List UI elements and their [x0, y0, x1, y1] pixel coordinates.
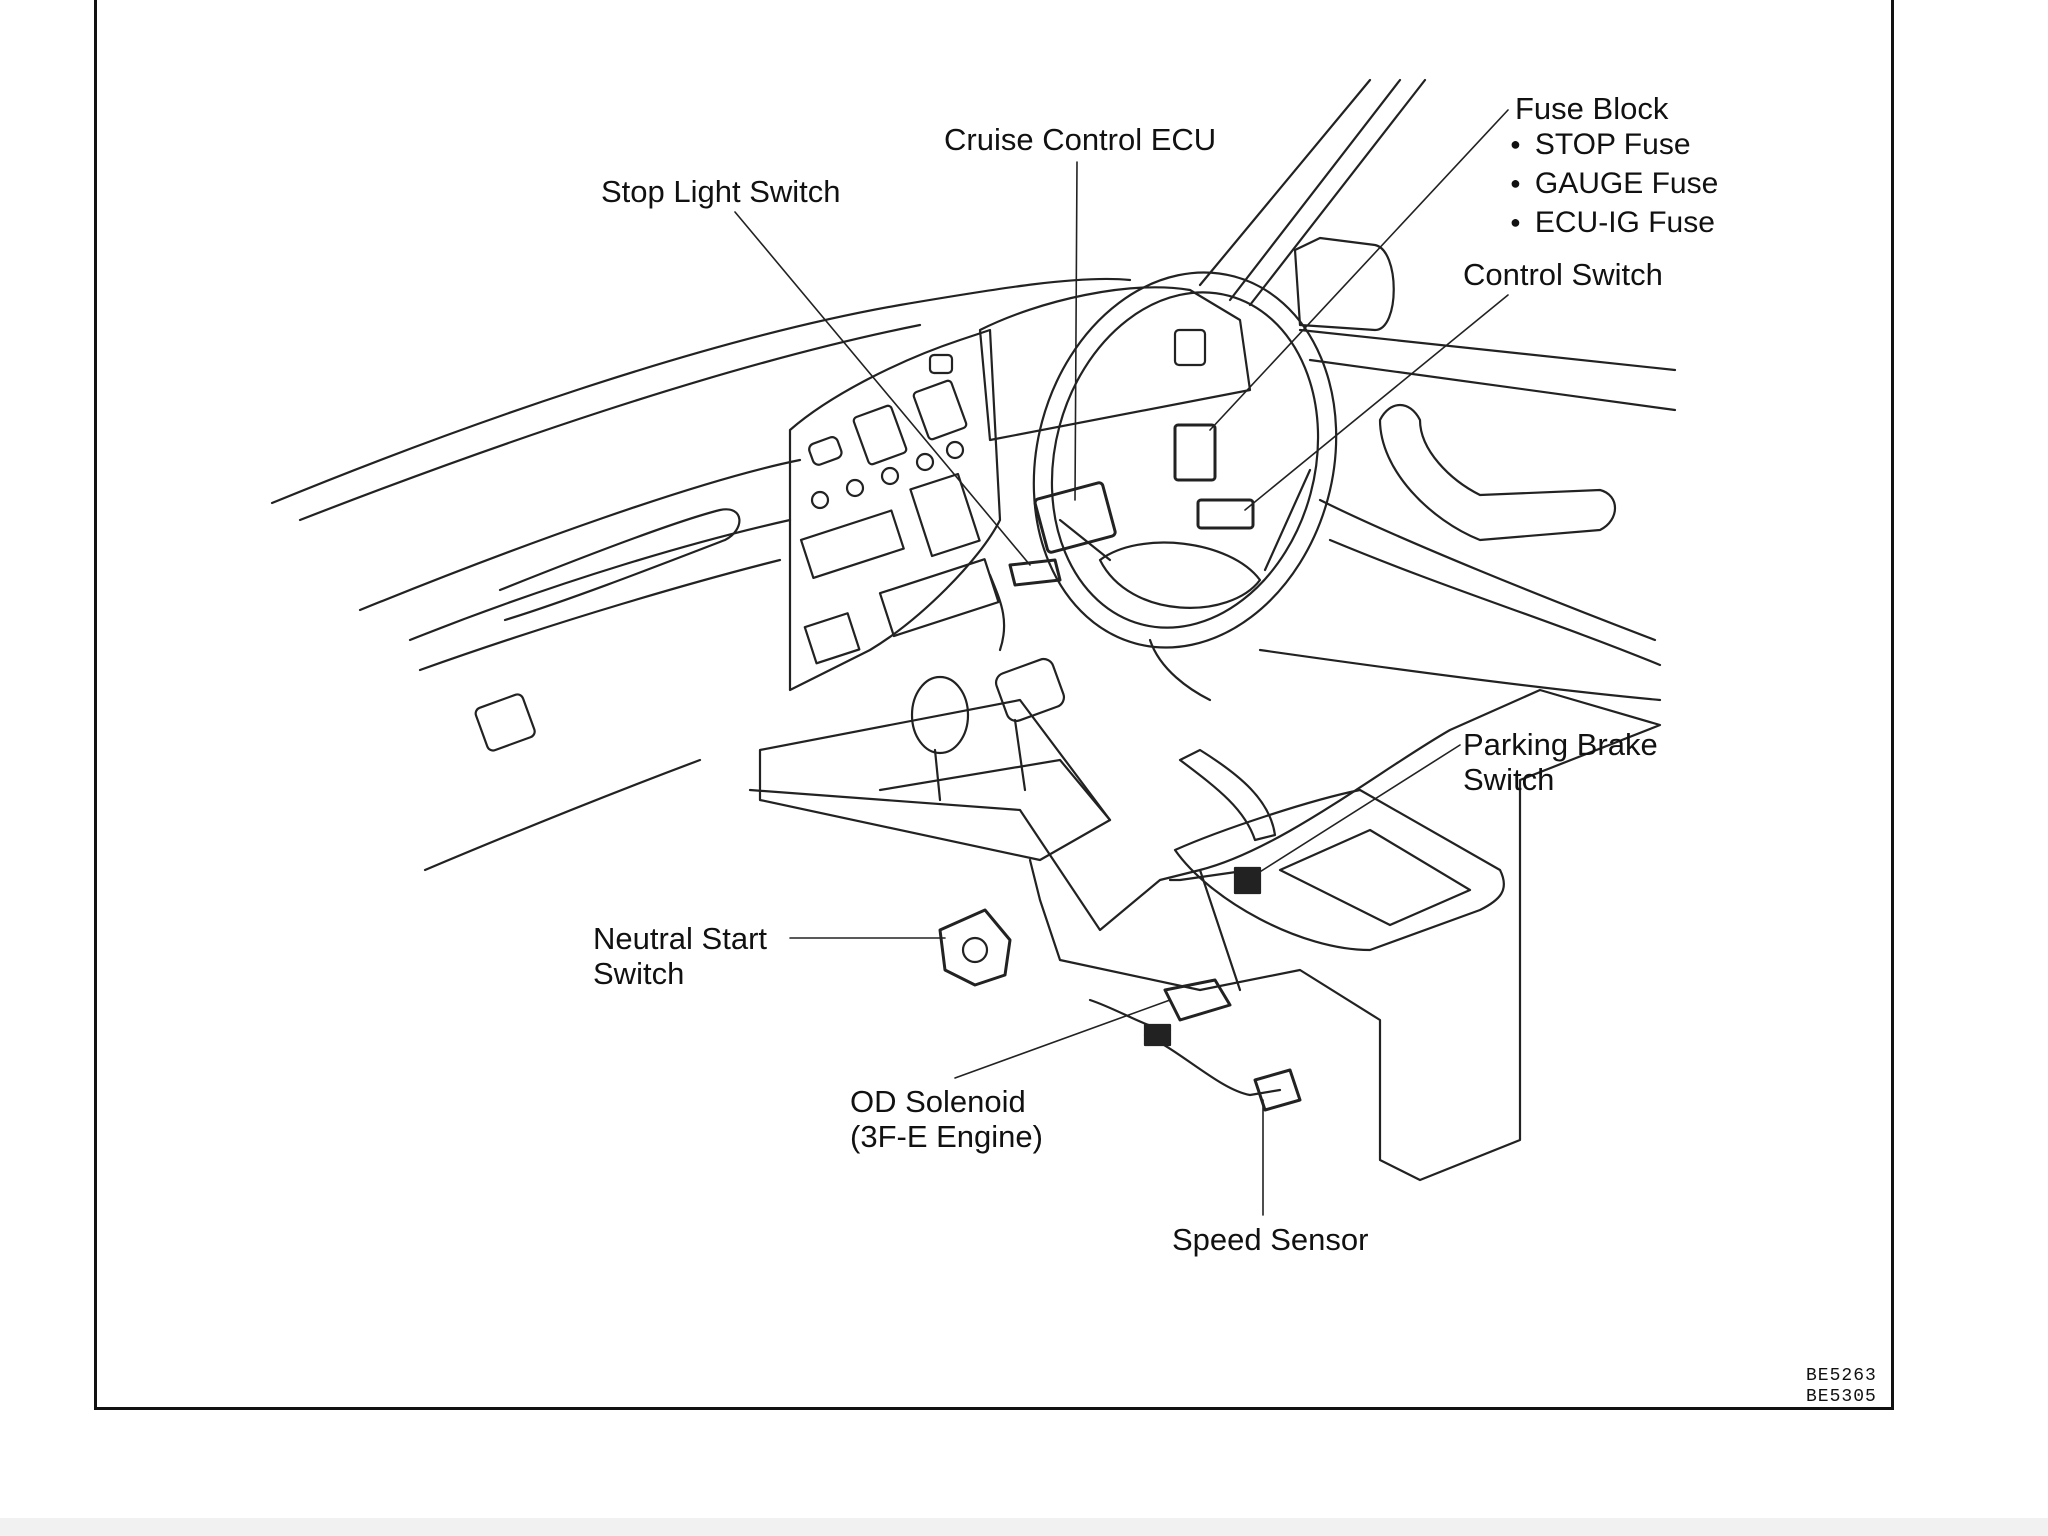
dash-lower-line [358, 458, 802, 612]
leader-cruise-control-ecu [1074, 161, 1078, 501]
label-parking-brake-switch-line2: Switch [1463, 762, 1555, 797]
diagram-frame [94, 0, 1894, 1410]
leader-lines [734, 109, 1509, 1216]
label-neutral-start-switch-line2: Switch [593, 956, 685, 991]
steering-wheel-rim [1032, 271, 1338, 649]
label-od-solenoid-line1: OD Solenoid [850, 1084, 1026, 1119]
a-pillar [1198, 78, 1372, 287]
label-stop-light-switch: Stop Light Switch [601, 174, 841, 209]
wiring-harness [988, 573, 1006, 652]
od-solenoid-part [1163, 978, 1232, 1022]
fuse-block-part [1173, 423, 1217, 482]
leader-control-switch [1244, 294, 1509, 511]
cruise-control-ecu-part [1033, 481, 1117, 554]
label-cruise-control-ecu: Cruise Control ECU [944, 122, 1217, 157]
leader-fuse-block [1209, 109, 1509, 431]
dash-lower-line-2 [408, 518, 792, 642]
fuse-item: GAUGE Fuse [1510, 166, 1718, 205]
speed-sensor-part [1253, 1068, 1302, 1112]
parking-brake-switch-part [1233, 866, 1262, 895]
label-od-solenoid-line2: (3F-E Engine) [850, 1119, 1043, 1154]
label-fuse-block: Fuse Block [1515, 91, 1669, 126]
figure-code: BE5263 [1806, 1366, 1877, 1386]
dash-top-line [270, 277, 1132, 505]
parking-brake-lever [1178, 748, 1277, 842]
glovebox-latch-icon [474, 693, 536, 752]
console-tray [1173, 788, 1506, 952]
shift-knob [994, 657, 1066, 723]
label-neutral-start-switch-line1: Neutral Start [593, 921, 768, 956]
label-parking-brake-switch-line1: Parking Brake [1463, 727, 1658, 762]
instrument-cluster [978, 286, 1252, 442]
dash-vent-slot [498, 508, 741, 622]
label-speed-sensor: Speed Sensor [1172, 1222, 1369, 1257]
leader-parking-brake-switch [1254, 744, 1461, 876]
fuse-list: STOP Fuse GAUGE Fuse ECU-IG Fuse [1510, 127, 1718, 244]
dash-top-line-2 [298, 323, 922, 522]
stop-light-switch-part [1008, 558, 1062, 587]
steering-hub [1098, 541, 1262, 609]
fuse-item: ECU-IG Fuse [1510, 205, 1718, 244]
control-switch-part [1196, 498, 1255, 530]
center-console [748, 688, 1662, 1182]
dash-lower-line-3 [418, 558, 782, 672]
fuse-item: STOP Fuse [1510, 127, 1718, 166]
page-edge [0, 1518, 2048, 1536]
neutral-start-switch-part [938, 908, 1012, 987]
door-mirror [1293, 236, 1395, 332]
leader-stop-light-switch [734, 211, 1031, 566]
steering-column [1148, 638, 1212, 702]
center-stack [788, 328, 1002, 692]
door-armrest [1378, 404, 1616, 542]
dash-kick-panel [423, 758, 702, 872]
leader-od-solenoid [954, 999, 1171, 1079]
label-control-switch: Control Switch [1463, 257, 1663, 292]
figure-code: BE5305 [1806, 1387, 1877, 1407]
